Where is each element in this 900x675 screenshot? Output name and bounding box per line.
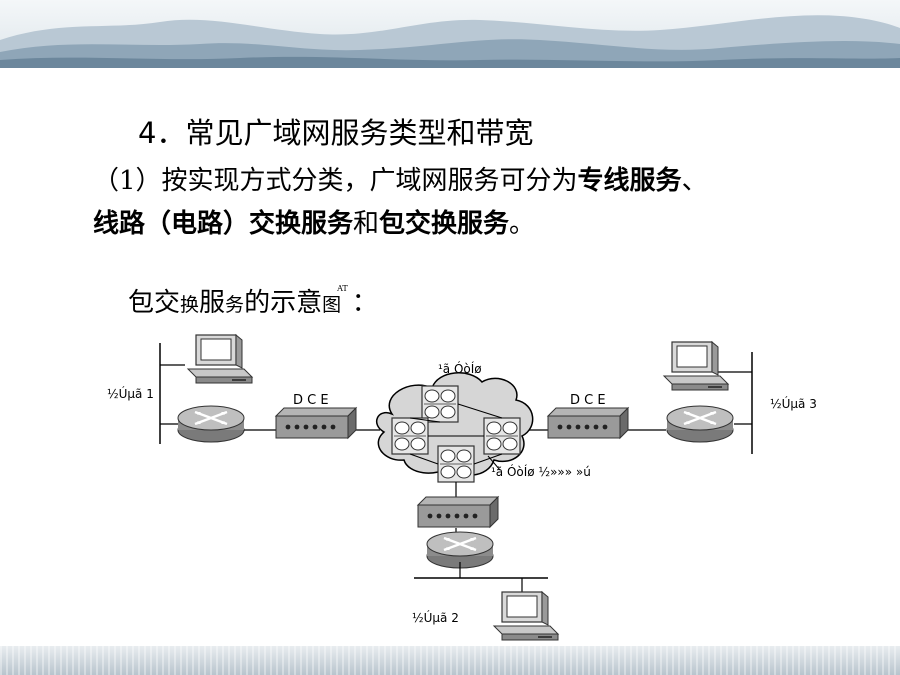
computer-icon: [493, 591, 559, 641]
para-line2-mid: 和: [353, 209, 380, 239]
caption-part-6: 图: [322, 294, 342, 316]
para-line-2: 线路（电路）交换服务和包交换服务。: [93, 203, 853, 246]
dce-device-left: [275, 407, 357, 439]
caption-part-1: 包交: [128, 288, 181, 318]
wan-switch-icon: [483, 417, 521, 455]
wan-label: ¹ã ÓòÍø: [438, 361, 482, 376]
wan-switch-icon: [437, 445, 475, 483]
computer-icon: [187, 334, 253, 384]
dce-right-label: D C E: [570, 393, 606, 408]
caption-part-3: 服: [199, 288, 226, 318]
network-diagram: ½Úµã 1 D C E ¹ã ÓòÍø ¹ã ÓòÍø ½»»» »ú D C…: [107, 334, 817, 641]
site-1-lan: [159, 343, 185, 444]
site-2-label: ½Úµã 2: [412, 610, 459, 625]
router-icon: [176, 404, 246, 444]
dce-device-bottom: [417, 496, 499, 528]
wan-switch-icon: [391, 417, 429, 455]
wan-switch-icon: [421, 385, 459, 423]
dce-left-label: D C E: [293, 393, 329, 408]
para-line-1: （1）按实现方式分类，广域网服务可分为专线服务、: [93, 160, 853, 203]
para-line1-suffix: 、: [681, 166, 708, 196]
para-line2-suffix: 。: [509, 209, 536, 239]
computer-icon: [663, 341, 729, 391]
router-icon: [665, 404, 735, 444]
site-3-label: ½Úµã 3: [770, 396, 817, 411]
site-3-lan: [718, 352, 753, 454]
body-paragraph: （1）按实现方式分类，广域网服务可分为专线服务、 线路（电路）交换服务和包交换服…: [93, 160, 853, 246]
para-line1-prefix: （1）按实现方式分类，广域网服务可分为: [93, 166, 578, 196]
caption-part-5: 的示意: [244, 288, 323, 318]
caption-part-4: 务: [225, 294, 245, 316]
site-1-label: ½Úµã 1: [107, 386, 154, 401]
para-term-leased-line: 专线服务: [577, 166, 682, 196]
diagram-caption: 包交换服务的示意图AT：: [128, 282, 378, 319]
caption-part-2: 换: [180, 294, 200, 316]
para-term-packet-switching: 包交换服务: [379, 209, 510, 239]
para-term-circuit-switching: 线路（电路）交换服务: [93, 209, 354, 239]
footer-strip: [0, 646, 900, 675]
caption-part-7: ：: [351, 288, 378, 318]
slide-title: 4．常见广域网服务类型和带宽: [138, 116, 534, 150]
dce-device-right: [547, 407, 629, 439]
caption-superscript: AT: [337, 284, 348, 293]
wan-switch-label: ¹ã ÓòÍø ½»»» »ú: [491, 464, 591, 479]
header-banner: [0, 0, 900, 68]
